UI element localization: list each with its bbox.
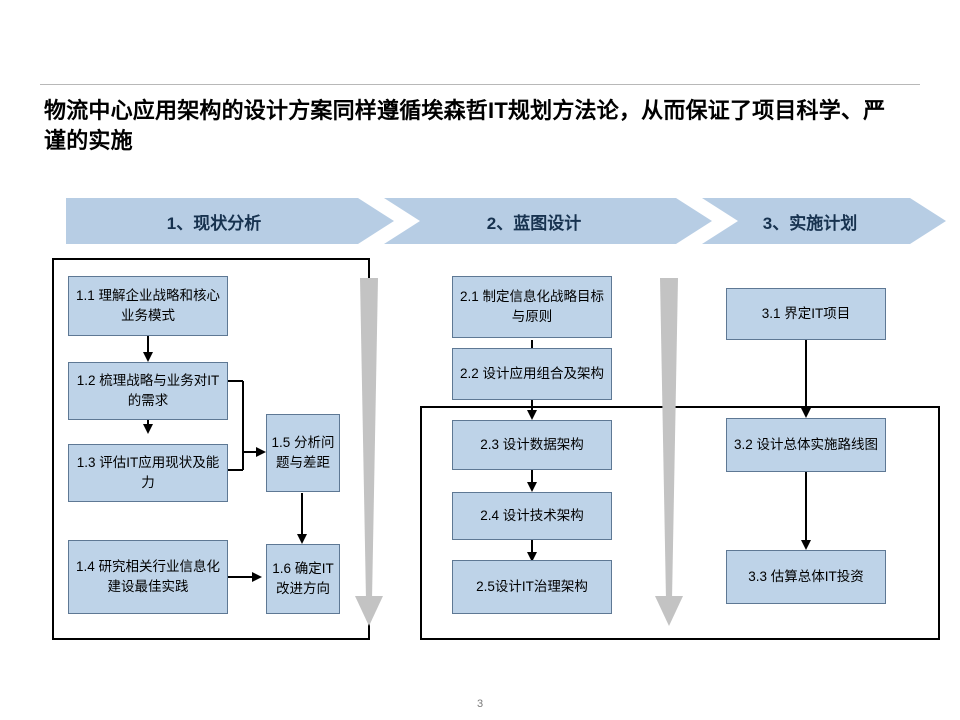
header-divider — [40, 84, 920, 85]
step-box-2-2-label: 2.2 设计应用组合及架构 — [459, 366, 605, 382]
step-box-2-1[interactable]: 2.1 制定信息化战略目标与原则 — [452, 276, 612, 338]
step-box-2-4[interactable]: 2.4 设计技术架构 — [452, 492, 612, 540]
step-box-3-3-label: 3.3 估算总体IT投资 — [748, 569, 864, 585]
step-box-1-2-label: 1.2 梳理战略与业务对IT的需求 — [76, 373, 220, 408]
step-box-1-1-label: 1.1 理解企业战略和核心业务模式 — [75, 288, 221, 323]
phase2-3-frame — [420, 406, 940, 640]
phase-chevron-3-label: 3、实施计划 — [762, 213, 858, 233]
phase-chevron-band: 1、现状分析 2、蓝图设计 3、实施计划 — [66, 198, 946, 244]
step-box-2-5[interactable]: 2.5设计IT治理架构 — [452, 560, 612, 614]
step-box-1-3-label: 1.3 评估IT应用现状及能力 — [76, 455, 220, 490]
step-box-1-6-label: 1.6 确定IT改进方向 — [272, 561, 334, 596]
step-box-1-5[interactable]: 1.5 分析问题与差距 — [266, 414, 340, 492]
step-box-3-2-label: 3.2 设计总体实施路线图 — [733, 437, 879, 453]
step-box-1-1[interactable]: 1.1 理解企业战略和核心业务模式 — [68, 276, 228, 336]
phase-chevron-3[interactable]: 3、实施计划 — [702, 198, 946, 244]
phase-chevron-1-label: 1、现状分析 — [166, 213, 262, 233]
step-box-1-4[interactable]: 1.4 研究相关行业信息化建设最佳实践 — [68, 540, 228, 614]
step-box-1-6[interactable]: 1.6 确定IT改进方向 — [266, 544, 340, 614]
page-title: 物流中心应用架构的设计方案同样遵循埃森哲IT规划方法论，从而保证了项目科学、严谨… — [44, 98, 886, 153]
phase-chevron-2-label: 2、蓝图设计 — [486, 213, 582, 233]
step-box-2-3-label: 2.3 设计数据架构 — [480, 437, 584, 453]
step-box-2-4-label: 2.4 设计技术架构 — [480, 508, 584, 524]
phase-chevron-2[interactable]: 2、蓝图设计 — [384, 198, 712, 244]
step-box-1-3[interactable]: 1.3 评估IT应用现状及能力 — [68, 444, 228, 502]
phase-chevron-1[interactable]: 1、现状分析 — [66, 198, 394, 244]
step-box-2-3[interactable]: 2.3 设计数据架构 — [452, 420, 612, 470]
step-box-1-4-label: 1.4 研究相关行业信息化建设最佳实践 — [75, 559, 221, 594]
step-box-3-3[interactable]: 3.3 估算总体IT投资 — [726, 550, 886, 604]
step-box-3-1-label: 3.1 界定IT项目 — [761, 306, 851, 322]
step-box-3-1[interactable]: 3.1 界定IT项目 — [726, 288, 886, 340]
step-box-2-5-label: 2.5设计IT治理架构 — [476, 579, 588, 595]
step-box-2-2[interactable]: 2.2 设计应用组合及架构 — [452, 348, 612, 400]
page-number: 3 — [476, 698, 484, 710]
step-box-2-1-label: 2.1 制定信息化战略目标与原则 — [459, 289, 605, 324]
step-box-1-2[interactable]: 1.2 梳理战略与业务对IT的需求 — [68, 362, 228, 420]
step-box-1-5-label: 1.5 分析问题与差距 — [271, 435, 335, 470]
step-box-3-2[interactable]: 3.2 设计总体实施路线图 — [726, 418, 886, 472]
